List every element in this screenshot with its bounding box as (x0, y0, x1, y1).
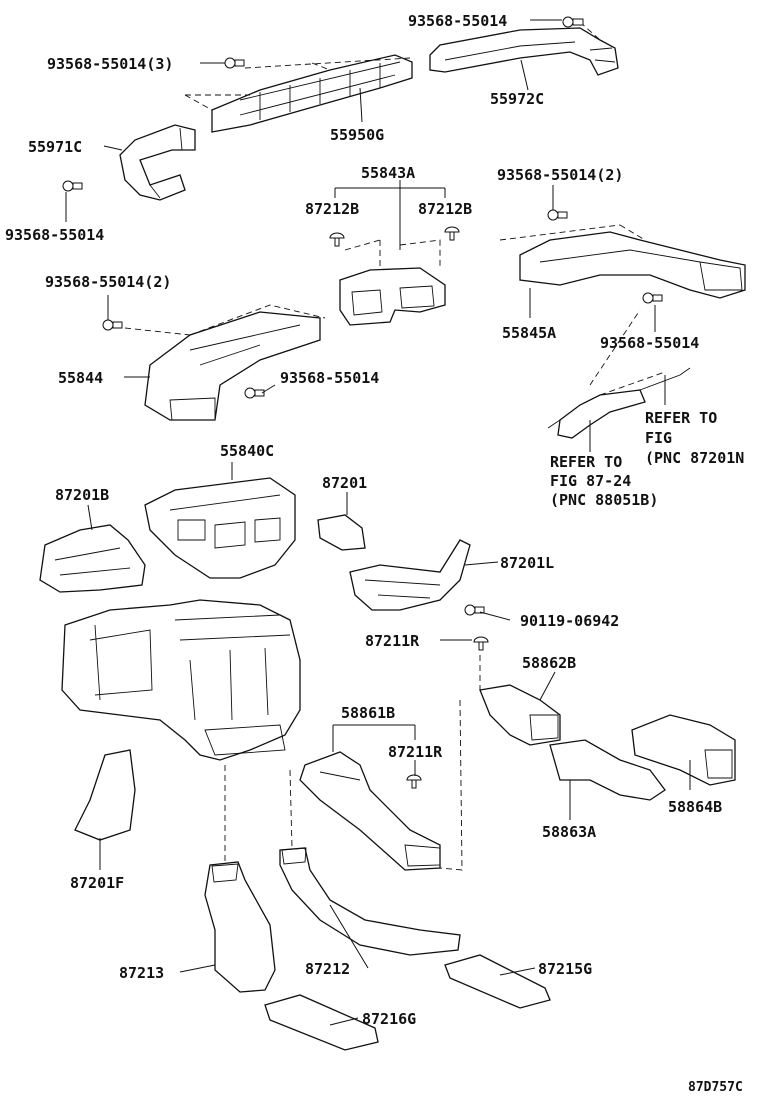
label-duct-58862B: 58862B (522, 654, 576, 672)
duct-87212-shape (279, 769, 461, 956)
harness-shape (547, 309, 691, 439)
cover-87201L-shape (349, 539, 471, 611)
bolt-icon (562, 16, 584, 28)
label-duct-55950G: 55950G (330, 126, 384, 144)
label-refer-b-line1: REFER TO (550, 453, 622, 471)
bolt-icon (244, 387, 265, 399)
label-refer-a-line3: (PNC 87201N (645, 449, 744, 467)
duct-87215G-shape (444, 954, 551, 1009)
duct-55971C-shape (119, 124, 196, 201)
bolt-icon (224, 57, 245, 69)
duct-55950G-shape (184, 54, 413, 133)
leader-lines (65, 19, 691, 1026)
duct-55840C-shape (144, 477, 296, 579)
label-cover-87201B: 87201B (55, 486, 109, 504)
label-duct-58864B: 58864B (668, 798, 722, 816)
clip-icon (444, 226, 460, 241)
bolt-icon (62, 180, 83, 192)
label-cover-87201: 87201 (322, 474, 367, 492)
label-refer-a-line2: FIG (645, 429, 672, 447)
label-cover-87201F: 87201F (70, 874, 124, 892)
label-duct-58863A: 58863A (542, 823, 596, 841)
label-duct-87215G: 87215G (538, 960, 592, 978)
label-bolt-left-2: 93568-55014(2) (45, 273, 171, 291)
clip-icon (473, 636, 489, 651)
cover-87201B-shape (39, 524, 146, 593)
label-refer-b-line2: FIG 87-24 (550, 472, 631, 490)
label-cover-87201L: 87201L (500, 554, 554, 572)
label-refer-b-line3: (PNC 88051B) (550, 491, 658, 509)
duct-87213-shape (204, 765, 276, 993)
label-duct-58861B: 58861B (341, 704, 395, 722)
label-duct-55840C: 55840C (220, 442, 274, 460)
duct-55844-shape (124, 304, 326, 421)
label-duct-87213: 87213 (119, 964, 164, 982)
label-bolt-center: 93568-55014 (280, 369, 379, 387)
label-duct-55843A: 55843A (361, 164, 415, 182)
label-clip-87211R-top: 87211R (365, 632, 420, 650)
label-figure-code: 87D757C (688, 1080, 743, 1095)
bolt-icon (102, 319, 123, 331)
label-clip-87212B-left: 87212B (305, 200, 359, 218)
label-bolt-90119: 90119-06942 (520, 612, 619, 630)
label-clip-87211R-mid: 87211R (388, 743, 443, 761)
cover-87201F-shape (74, 749, 136, 841)
label-bolt-right-1: 93568-55014 (600, 334, 699, 352)
duct-55843A-shape (339, 239, 446, 326)
clip-icon (406, 774, 422, 789)
bolt-icon (464, 604, 485, 616)
duct-55845A-shape (499, 224, 746, 299)
label-duct-87212: 87212 (305, 960, 350, 978)
label-clip-87212B-right: 87212B (418, 200, 472, 218)
duct-58861B-shape (299, 751, 441, 871)
label-bolt-right-2: 93568-55014(2) (497, 166, 623, 184)
label-bolt-top-right: 93568-55014 (408, 12, 507, 30)
duct-87216G-shape (264, 994, 379, 1051)
main-unit-shape (61, 599, 301, 761)
label-duct-55844: 55844 (58, 369, 103, 387)
clip-icon (329, 232, 345, 247)
label-bolt-top-left: 93568-55014(3) (47, 55, 173, 73)
label-bolt-left-1: 93568-55014 (5, 226, 104, 244)
duct-58864B-shape (631, 714, 736, 786)
bolt-icon (547, 209, 568, 221)
label-duct-55972C: 55972C (490, 90, 544, 108)
bolt-icon (642, 292, 663, 304)
label-duct-87216G: 87216G (362, 1010, 416, 1028)
cover-87201-shape (317, 514, 366, 551)
label-duct-55971C: 55971C (28, 138, 82, 156)
duct-58862B-shape (479, 684, 561, 746)
label-refer-a-line1: REFER TO (645, 409, 717, 427)
dash-connector-1 (439, 699, 463, 871)
label-duct-55845A: 55845A (502, 324, 556, 342)
duct-58863A-shape (549, 739, 666, 801)
